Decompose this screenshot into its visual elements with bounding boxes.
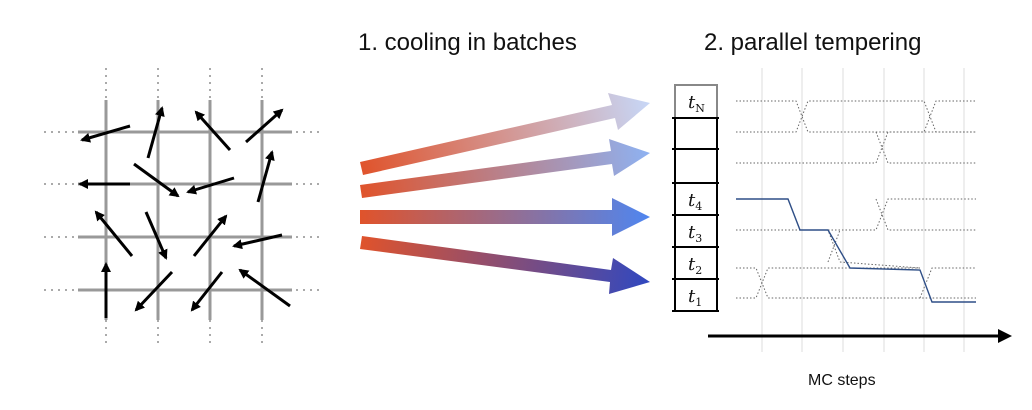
cooling-arrow-1: [360, 93, 650, 175]
spin-arrow: [194, 110, 232, 152]
temperature-label-t4: t4: [688, 190, 702, 213]
spin-arrow: [256, 150, 275, 203]
spin-arrow: [186, 176, 235, 195]
tempering-title: 2. parallel tempering: [704, 29, 921, 56]
spin-arrow: [192, 214, 228, 257]
cooling-arrows: [360, 93, 650, 294]
cooling-arrow-3: [360, 198, 650, 236]
temperature-label-t2: t2: [688, 254, 702, 277]
step-gridlines: [761, 68, 965, 352]
spin-arrow: [245, 108, 284, 144]
cooling-title: 1. cooling in batches: [358, 29, 577, 56]
spin-arrow: [146, 106, 165, 159]
temperature-label-t3: t3: [688, 222, 702, 245]
spin-lattice: [44, 68, 320, 345]
spin-arrows: [78, 106, 291, 318]
cooling-arrow-2: [360, 139, 650, 198]
mc-steps-label: MC steps: [808, 372, 876, 389]
tracked-replica-path: [736, 198, 976, 303]
spin-arrow: [133, 162, 180, 198]
lattice-dotted-extensions: [44, 68, 320, 345]
spin-arrow: [94, 210, 134, 257]
spin-arrow: [80, 124, 131, 143]
cooling-arrow-4: [360, 236, 650, 294]
tempering-plot: MC steps: [708, 68, 1012, 389]
spin-arrow: [190, 271, 224, 312]
spin-arrow: [134, 270, 174, 312]
ladder-dividers: [672, 117, 719, 312]
temperature-ladder: tN t4 t3 t2 t1: [672, 84, 719, 312]
temperature-label-t1: t1: [688, 286, 702, 309]
mc-steps-axis-arrowhead: [998, 329, 1012, 343]
temperature-label-tn: tN: [688, 92, 705, 115]
spin-arrow: [238, 268, 291, 308]
spin-arrow: [144, 211, 168, 260]
spin-arrow: [232, 233, 283, 250]
